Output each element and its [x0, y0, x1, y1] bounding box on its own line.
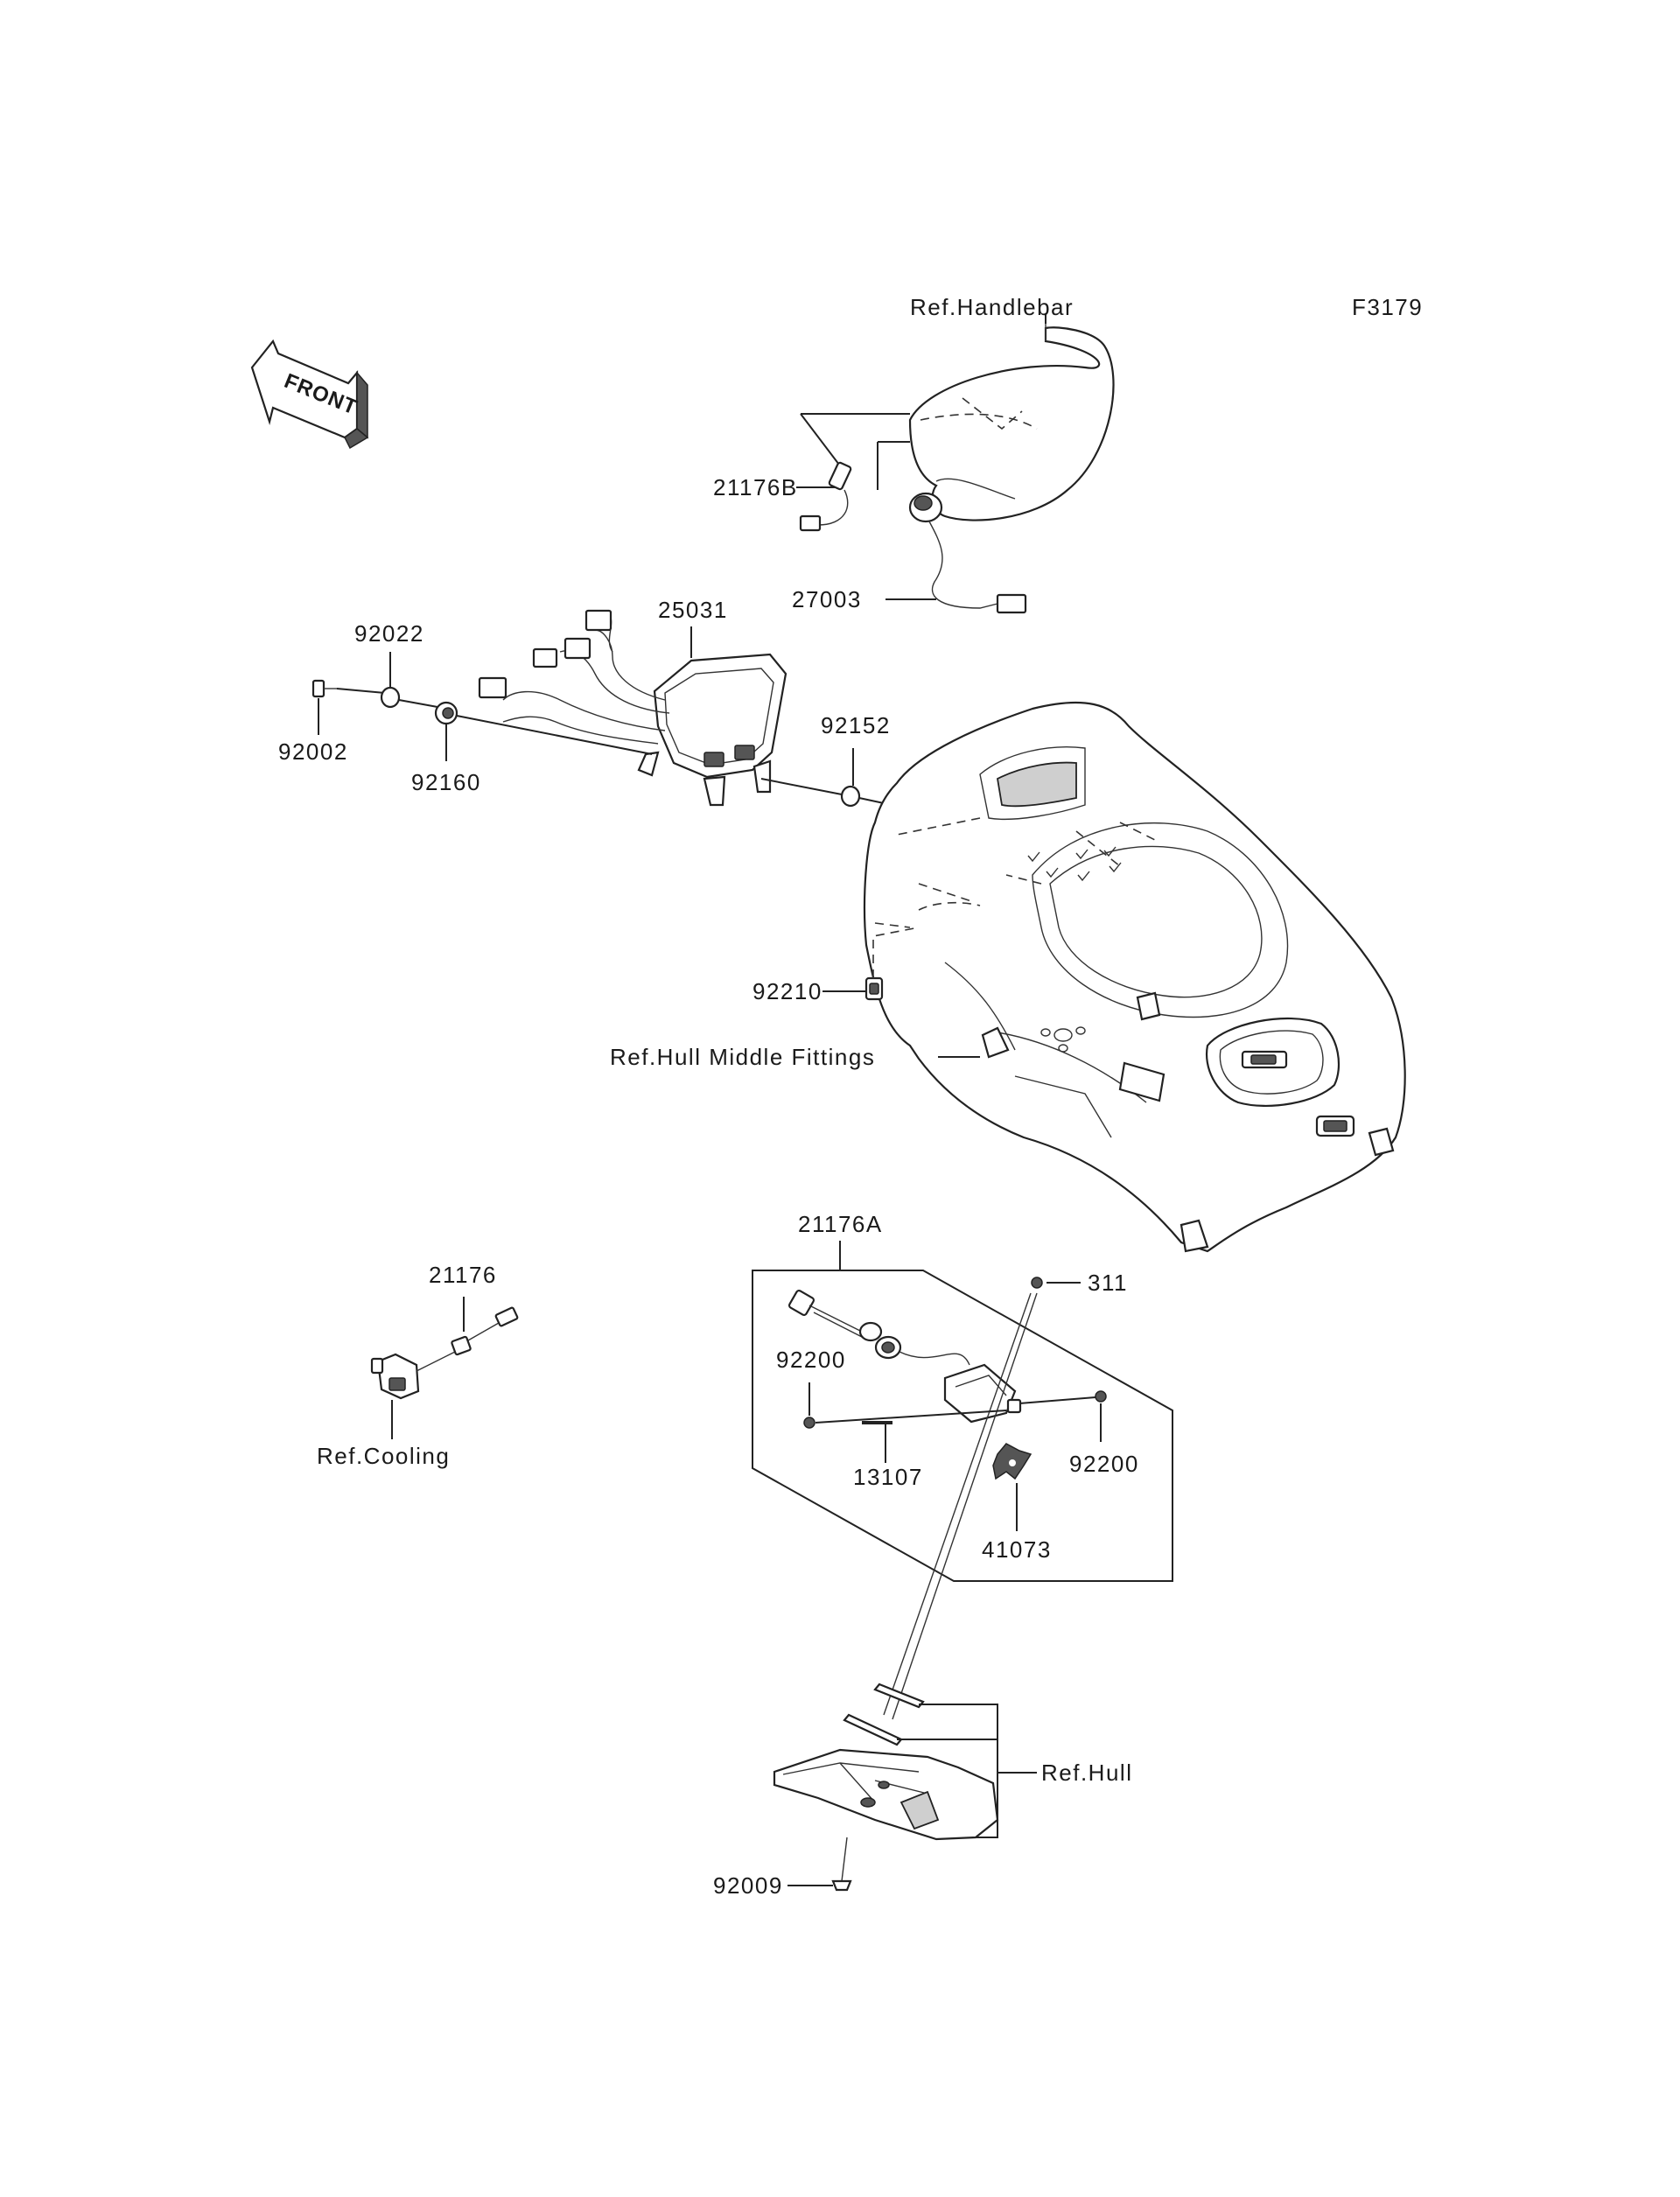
part-92210-clip	[864, 976, 884, 1001]
label-ref-handlebar: Ref.Handlebar	[910, 294, 1074, 320]
label-13107: 13107	[853, 1464, 923, 1490]
part-25031-meter	[478, 609, 788, 807]
part-21176-sensor	[370, 1306, 519, 1400]
label-92009: 92009	[713, 1872, 783, 1899]
hull-middle-cover	[863, 701, 1406, 1253]
label-92160: 92160	[411, 769, 481, 795]
label-92200-left: 92200	[776, 1347, 846, 1373]
label-92022: 92022	[354, 620, 424, 647]
part-92152-nut	[840, 785, 861, 808]
label-41073: 41073	[982, 1536, 1052, 1563]
label-92002: 92002	[278, 738, 348, 765]
hull-bracket	[773, 1683, 999, 1841]
label-92152: 92152	[821, 712, 891, 738]
part-92200-right	[1095, 1390, 1107, 1403]
label-311: 311	[1088, 1270, 1128, 1296]
assembly-21176A-boundary	[752, 1270, 1173, 1582]
label-21176A: 21176A	[798, 1211, 883, 1237]
handlebar-cover	[908, 324, 1115, 521]
part-92200-left	[803, 1417, 816, 1429]
part-92009-screw	[831, 1837, 852, 1892]
part-311	[1031, 1277, 1043, 1289]
label-ref-cooling: Ref.Cooling	[317, 1443, 450, 1469]
label-25031: 25031	[658, 597, 728, 623]
label-21176B: 21176B	[713, 474, 798, 500]
label-ref-hull: Ref.Hull	[1041, 1760, 1132, 1786]
part-92002-bolt	[312, 679, 337, 698]
figure-code: F3179	[1352, 294, 1423, 320]
label-ref-hull-middle-fittings: Ref.Hull Middle Fittings	[610, 1044, 875, 1070]
part-21176B	[799, 413, 910, 532]
label-92200-right: 92200	[1069, 1451, 1139, 1477]
label-92210: 92210	[752, 978, 822, 1004]
part-27003	[877, 441, 1027, 614]
part-92160-grommet	[434, 701, 458, 725]
part-92022-washer	[380, 686, 401, 709]
front-arrow-icon: FRONT	[250, 339, 369, 450]
label-27003: 27003	[792, 586, 862, 612]
part-41073-knob	[992, 1443, 1032, 1480]
label-21176: 21176	[429, 1262, 497, 1288]
